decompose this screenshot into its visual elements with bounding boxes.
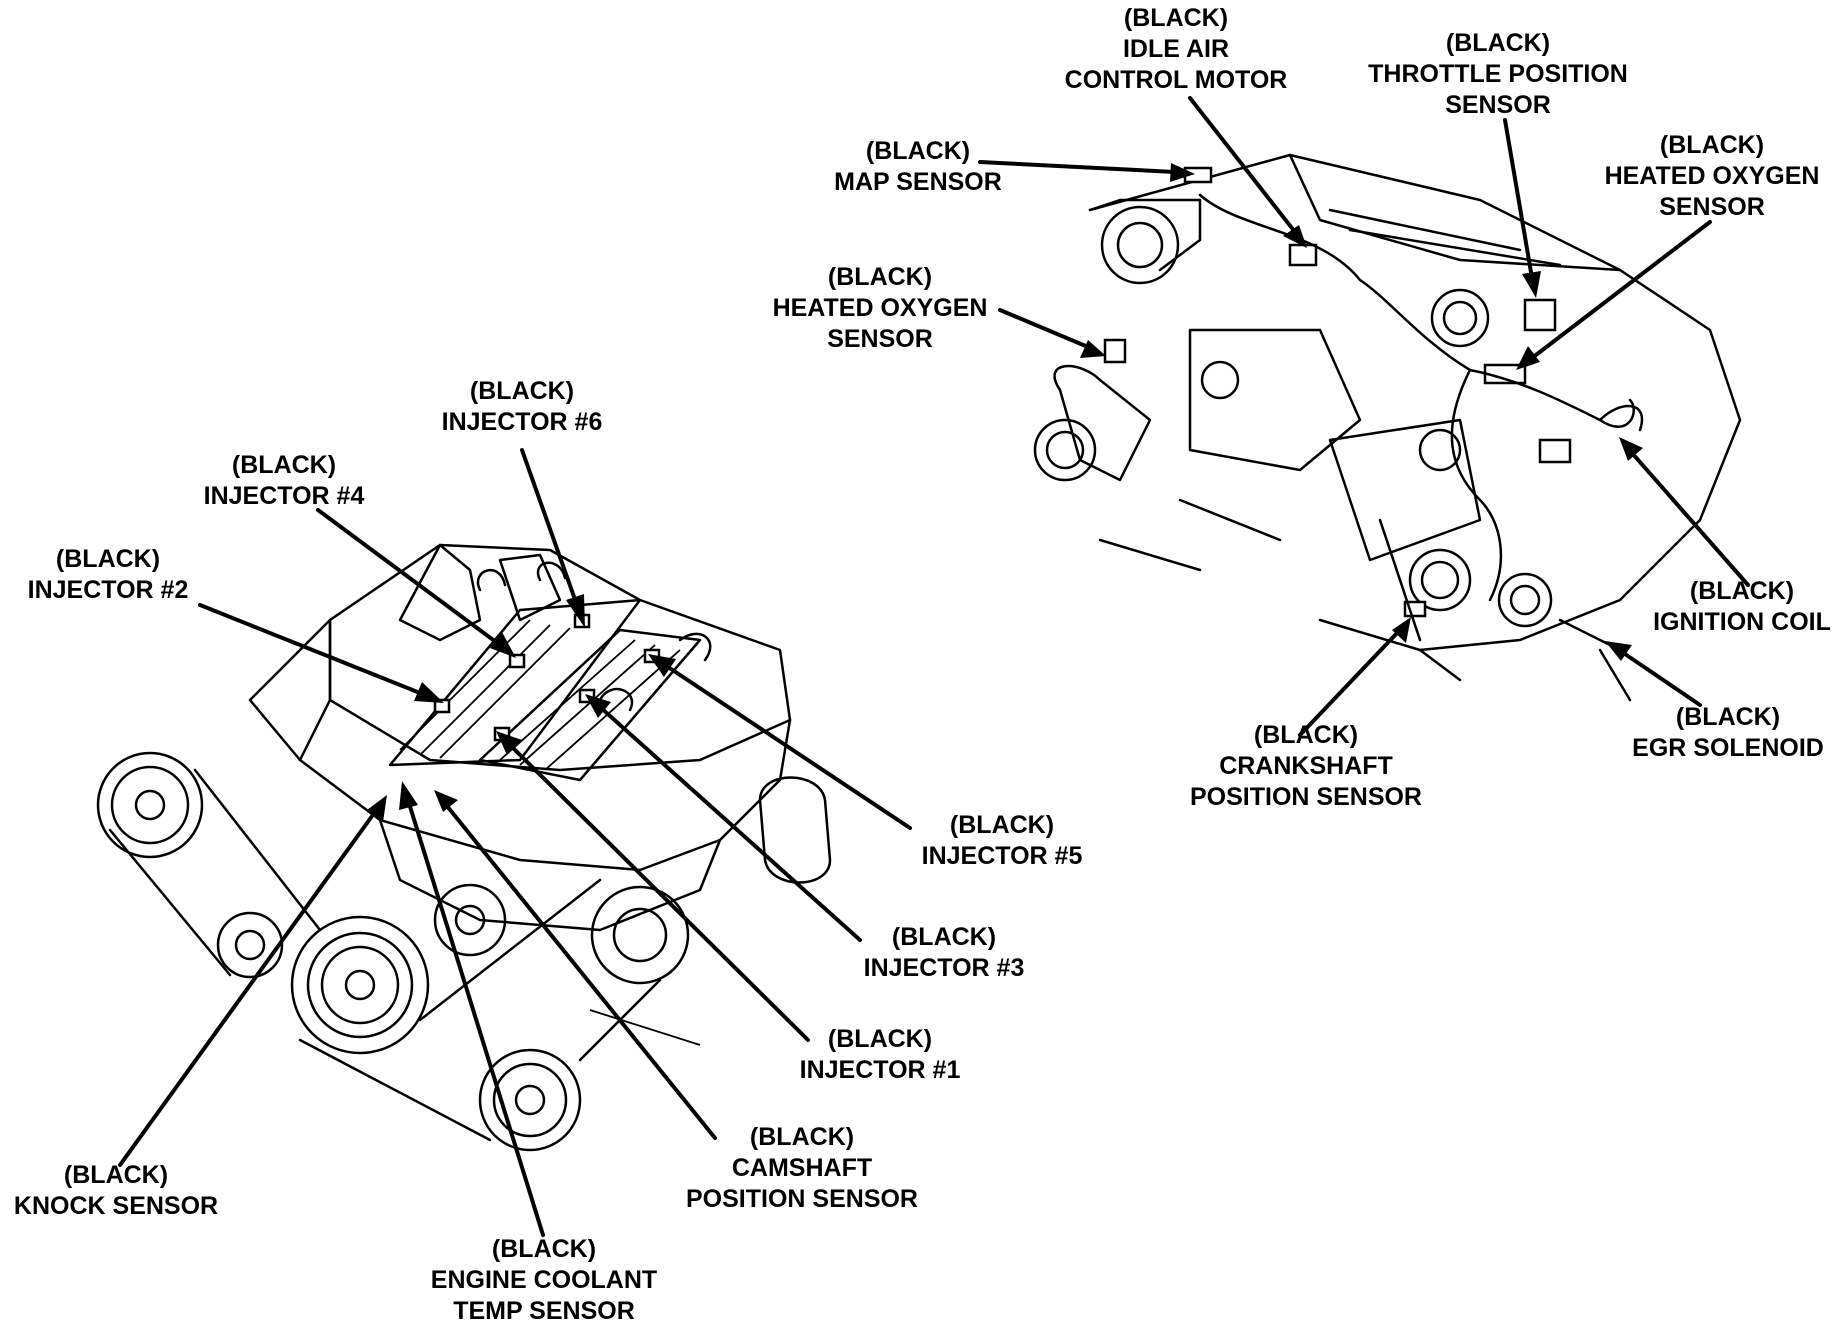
callout-line: (BLACK) <box>1659 131 1765 159</box>
callout-crankshaft-position-sensor: (BLACK) CRANKSHAFT POSITION SENSOR <box>1190 720 1422 813</box>
callout-injector-5: (BLACK) INJECTOR #5 <box>922 810 1083 872</box>
callout-line: KNOCK SENSOR <box>13 1192 219 1220</box>
callout-line: MAP SENSOR <box>834 168 1002 196</box>
callout-line: THROTTLE POSITION <box>1368 60 1628 88</box>
callout-heated-oxygen-sensor-left: (BLACK) HEATED OXYGEN SENSOR <box>773 262 988 355</box>
callout-line: (BLACK) <box>231 451 337 479</box>
callout-line: HEATED OXYGEN <box>1604 162 1820 190</box>
callout-line: SENSOR <box>1659 193 1765 221</box>
callout-line: POSITION SENSOR <box>686 1185 918 1213</box>
callout-line: (BLACK) <box>891 923 997 951</box>
callout-throttle-position-sensor: (BLACK) THROTTLE POSITION SENSOR <box>1368 28 1628 121</box>
callout-line: IDLE AIR <box>1122 35 1230 63</box>
callout-line: (BLACK) <box>865 137 971 165</box>
callout-line: SENSOR <box>827 325 933 353</box>
callout-map-sensor: (BLACK) MAP SENSOR <box>834 136 1002 198</box>
callout-line: TEMP SENSOR <box>453 1297 635 1325</box>
callout-ignition-coil: (BLACK) IGNITION COIL <box>1653 576 1831 638</box>
callout-line: INJECTOR #1 <box>799 1056 961 1084</box>
callout-line: INJECTOR #2 <box>27 576 189 604</box>
callout-egr-solenoid: (BLACK) EGR SOLENOID <box>1632 702 1824 764</box>
callout-line: INJECTOR #5 <box>921 842 1083 870</box>
callout-line: CONTROL MOTOR <box>1064 66 1288 94</box>
callout-injector-6: (BLACK) INJECTOR #6 <box>442 376 603 438</box>
callout-camshaft-position-sensor: (BLACK) CAMSHAFT POSITION SENSOR <box>686 1122 918 1215</box>
rear-engine-drawing <box>1033 153 1742 702</box>
callout-line: CRANKSHAFT <box>1219 752 1393 780</box>
callout-line: (BLACK) <box>1689 577 1795 605</box>
callout-line: SENSOR <box>1445 91 1551 119</box>
callout-line: ENGINE COOLANT <box>430 1266 658 1294</box>
callout-injector-1: (BLACK) INJECTOR #1 <box>800 1024 961 1086</box>
callout-line: (BLACK) <box>1445 29 1551 57</box>
callout-line: (BLACK) <box>1123 4 1229 32</box>
callout-line: POSITION SENSOR <box>1190 783 1422 811</box>
callout-line: INJECTOR #3 <box>863 954 1025 982</box>
front-engine-drawing <box>96 543 832 1152</box>
callout-injector-3: (BLACK) INJECTOR #3 <box>864 922 1025 984</box>
callout-line: (BLACK) <box>749 1123 855 1151</box>
leader-lines <box>118 96 1750 1237</box>
callout-knock-sensor: (BLACK) KNOCK SENSOR <box>14 1160 218 1222</box>
callout-line: (BLACK) <box>827 263 933 291</box>
callout-idle-air-control-motor: (BLACK) IDLE AIR CONTROL MOTOR <box>1065 3 1288 96</box>
callout-line: INJECTOR #6 <box>441 408 603 436</box>
callout-line: (BLACK) <box>491 1235 597 1263</box>
callout-injector-2: (BLACK) INJECTOR #2 <box>28 544 189 606</box>
callout-engine-coolant-temp-sensor: (BLACK) ENGINE COOLANT TEMP SENSOR <box>431 1234 657 1327</box>
callout-line: EGR SOLENOID <box>1632 734 1824 762</box>
callout-line: (BLACK) <box>55 545 161 573</box>
callout-line: (BLACK) <box>1253 721 1359 749</box>
callout-heated-oxygen-sensor-right: (BLACK) HEATED OXYGEN SENSOR <box>1605 130 1820 223</box>
callout-injector-4: (BLACK) INJECTOR #4 <box>204 450 365 512</box>
callout-line: (BLACK) <box>63 1161 169 1189</box>
callout-line: (BLACK) <box>469 377 575 405</box>
callout-line: (BLACK) <box>1675 703 1781 731</box>
callout-line: (BLACK) <box>827 1025 933 1053</box>
callout-line: INJECTOR #4 <box>203 482 365 510</box>
callout-line: CAMSHAFT <box>731 1154 873 1182</box>
callout-line: HEATED OXYGEN <box>772 294 988 322</box>
callout-line: IGNITION COIL <box>1653 608 1831 636</box>
callout-line: (BLACK) <box>949 811 1055 839</box>
